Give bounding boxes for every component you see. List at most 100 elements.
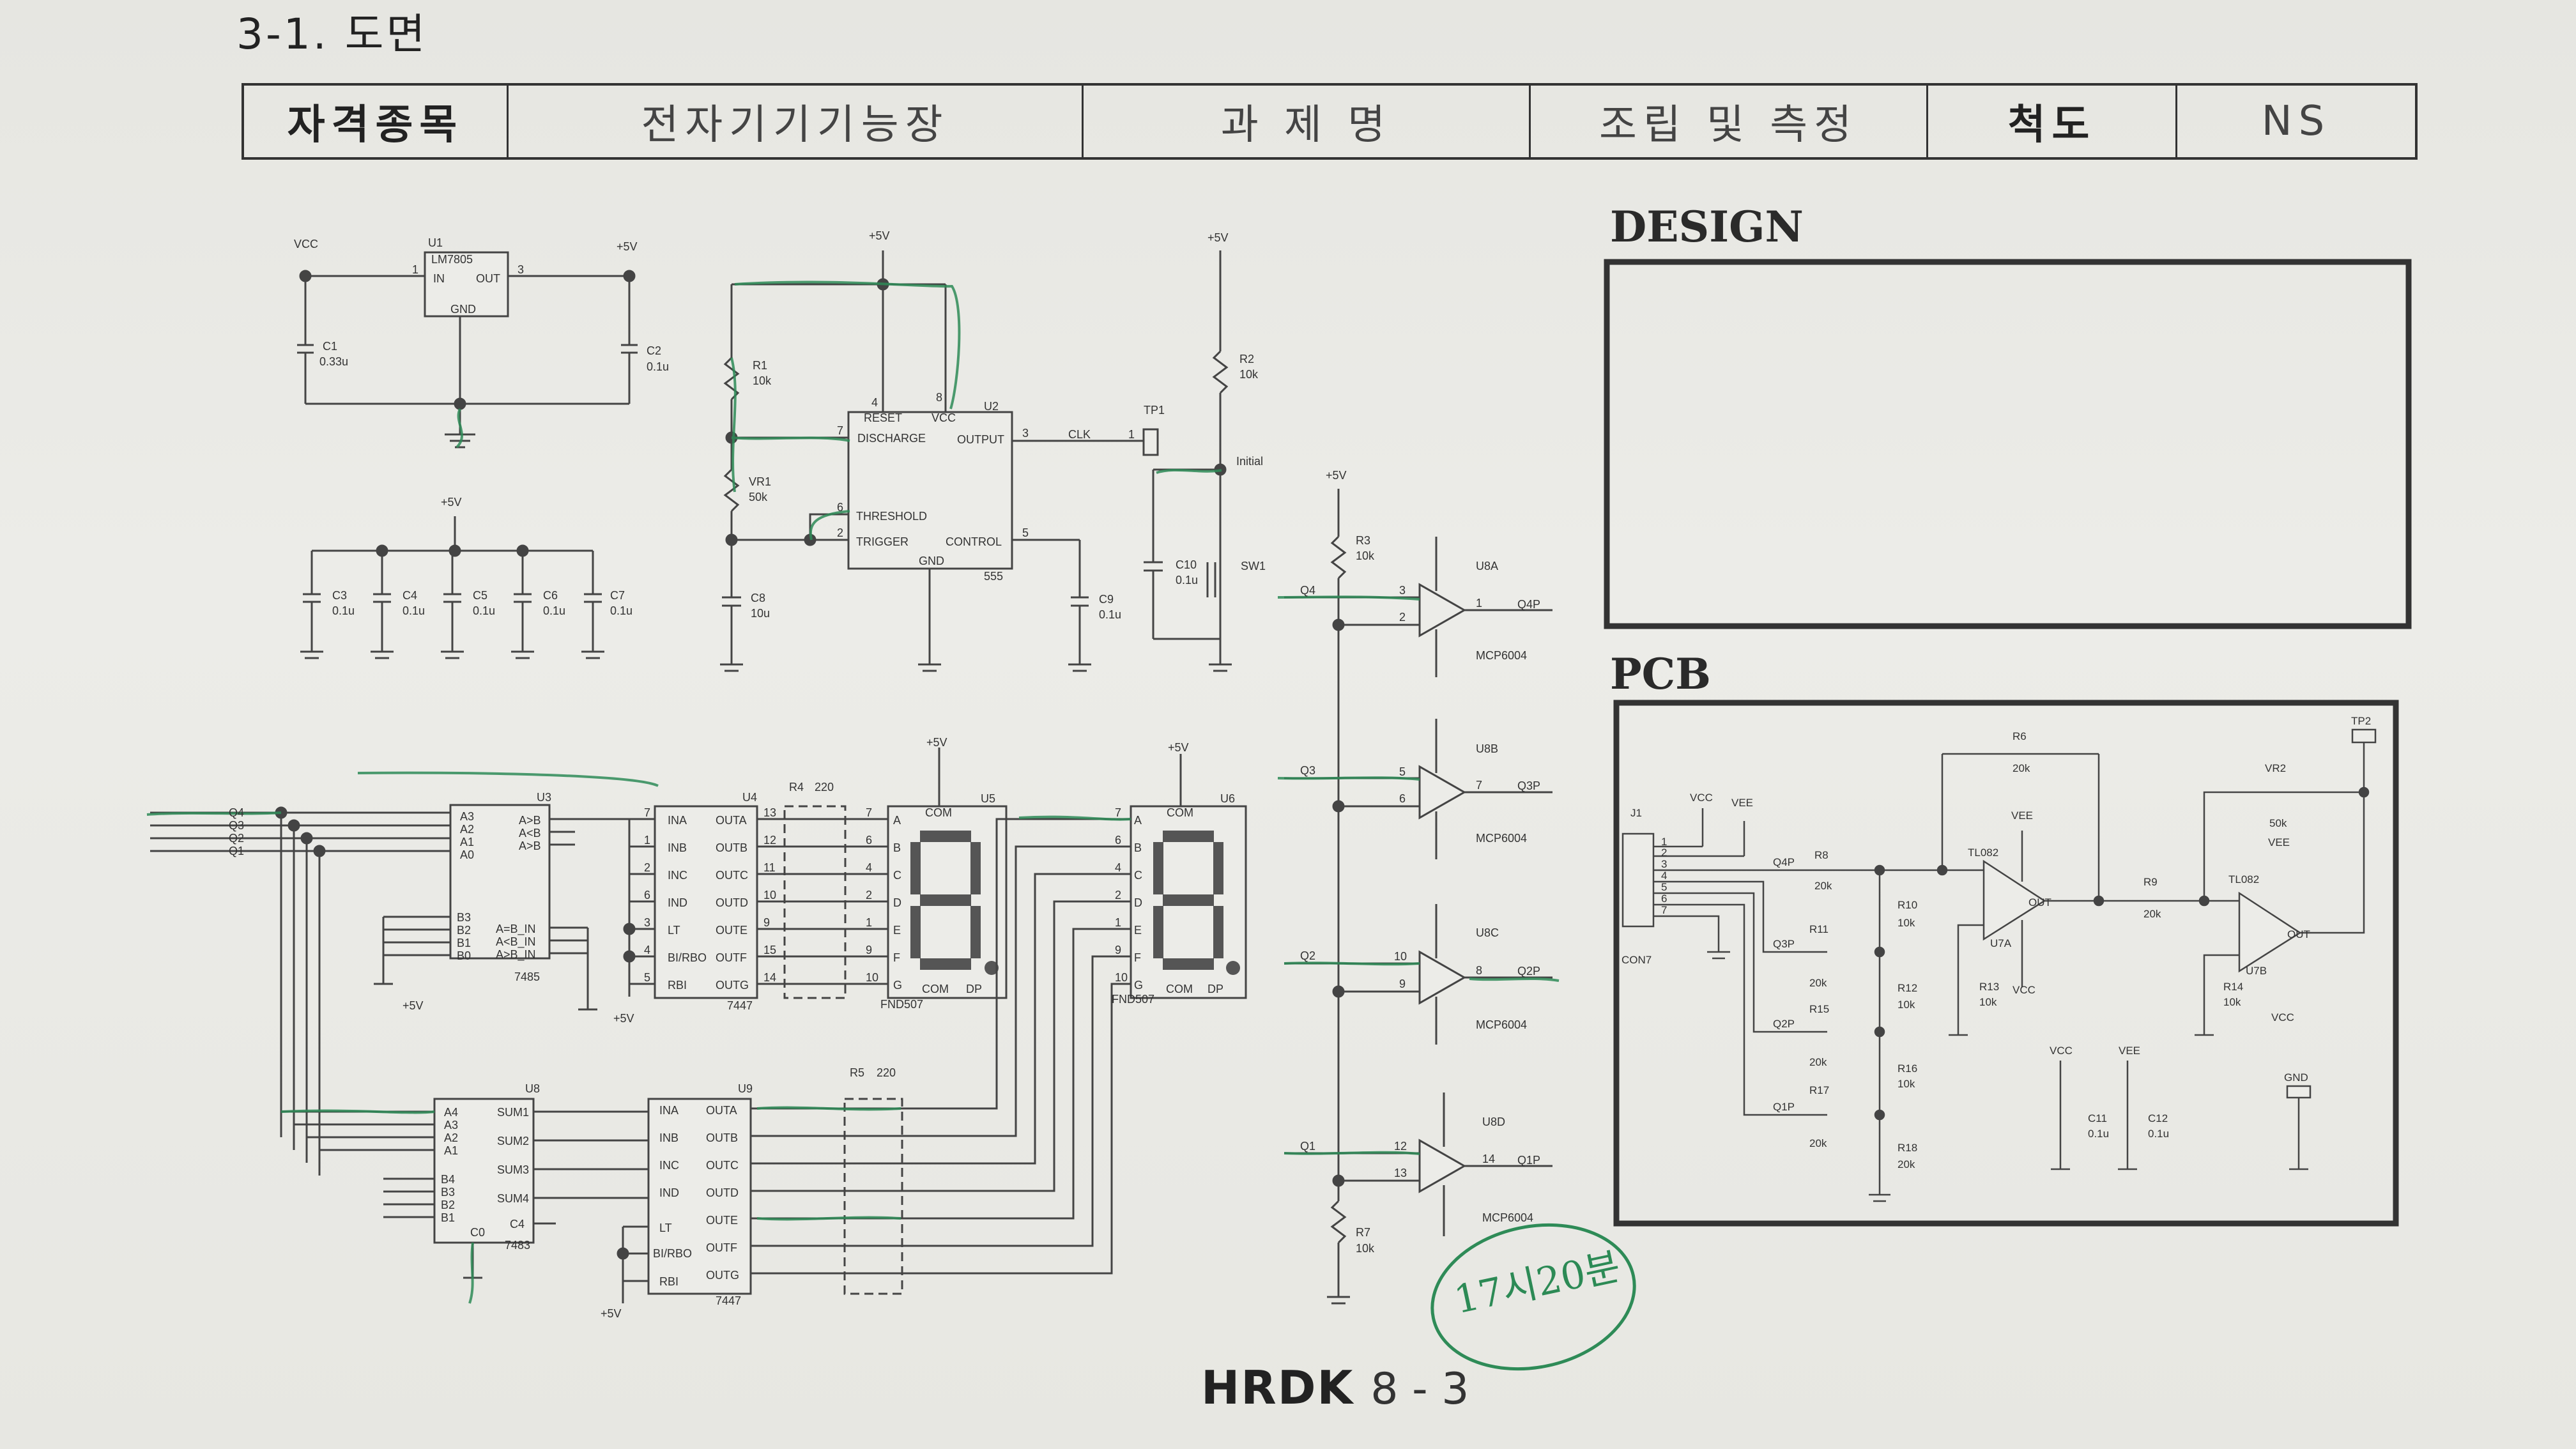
handwritten-trace-marks xyxy=(146,280,1560,1304)
label-u9-outa: OUTA xyxy=(706,1104,737,1117)
label-u9-ina: INA xyxy=(659,1104,678,1117)
label-j1-pin3: 3 xyxy=(1661,858,1667,870)
label-u8-b4: B4 xyxy=(441,1173,455,1186)
label-u6-pin-b: 6 xyxy=(1115,834,1121,847)
label-u6-pin-e: 1 xyxy=(1115,916,1121,929)
label-c12: C12 xyxy=(2148,1112,2168,1124)
label-u8c-po: 8 xyxy=(1476,964,1482,977)
label-c1: C1 xyxy=(323,340,337,353)
label-discharge: DISCHARGE xyxy=(857,432,926,445)
label-r17-value: 20k xyxy=(1809,1137,1827,1149)
label-u8a-pa: 3 xyxy=(1399,584,1406,597)
label-c5: C5 xyxy=(473,589,487,602)
label-u9-outd: OUTD xyxy=(706,1186,739,1199)
label-u4-outpin-a: 13 xyxy=(763,806,776,819)
label-r6-value: 20k xyxy=(2012,762,2030,774)
label-u4-lt: LT xyxy=(668,924,680,937)
label-5v-comp: +5V xyxy=(1326,469,1347,482)
label-q3p-out: Q3P xyxy=(1517,779,1540,792)
label-bus-q2: Q2 xyxy=(229,832,244,845)
label-u9-bi: BI/RBO xyxy=(653,1247,692,1260)
label-c3-value: 0.1u xyxy=(332,604,355,617)
label-u8b-po: 7 xyxy=(1476,779,1482,792)
label-u8b-pa: 5 xyxy=(1399,765,1406,778)
label-u8-b1: B1 xyxy=(441,1211,455,1224)
label-tp2: TP2 xyxy=(2351,715,2371,727)
label-u6-pin-c: 4 xyxy=(1115,861,1121,874)
label-5v-timer: +5V xyxy=(869,229,890,242)
label-con7: CON7 xyxy=(1621,954,1652,966)
label-u5-seg-c: C xyxy=(893,869,901,882)
label-u8d-pa: 12 xyxy=(1394,1140,1407,1153)
label-r14-value: 10k xyxy=(2223,996,2241,1008)
label-u5-dp: DP xyxy=(966,983,982,995)
label-vr2-value: 50k xyxy=(2269,817,2287,829)
label-u6-seg-f: F xyxy=(1134,951,1141,964)
label-j1: J1 xyxy=(1630,807,1642,819)
label-u8a: U8A xyxy=(1476,560,1498,572)
label-7447-u9: 7447 xyxy=(716,1294,741,1307)
label-j1-pin2: 2 xyxy=(1661,847,1667,859)
label-u9-outg: OUTG xyxy=(706,1269,739,1282)
label-5v-u5: +5V xyxy=(926,736,947,749)
label-u8b-pb: 6 xyxy=(1399,792,1406,805)
label-c10: C10 xyxy=(1176,558,1197,571)
label-u6-com-top: COM xyxy=(1167,806,1193,819)
label-r15-value: 20k xyxy=(1809,1056,1827,1068)
label-control: CONTROL xyxy=(946,535,1002,548)
label-7483: 7483 xyxy=(505,1239,530,1252)
label-u8-adder: U8 xyxy=(525,1082,540,1095)
label-q2p-out: Q2P xyxy=(1517,965,1540,977)
label-vr2: VR2 xyxy=(2265,762,2286,774)
label-q4p-out: Q4P xyxy=(1517,598,1540,611)
label-u3-altb-in: A<B_IN xyxy=(496,935,536,949)
timer-block xyxy=(720,250,1159,672)
label-u4-pin-d: 6 xyxy=(644,889,650,901)
label-u4-outf: OUTF xyxy=(716,951,747,964)
label-u9-lt: LT xyxy=(659,1222,672,1234)
label-u4-outpin-g: 14 xyxy=(763,971,776,984)
label-u6-pin-d: 2 xyxy=(1115,889,1121,901)
label-u5-com-top: COM xyxy=(925,806,952,819)
label-pcb-vee-cap: VEE xyxy=(2119,1045,2140,1057)
label-pcb-q4p: Q4P xyxy=(1773,856,1795,868)
label-5v-u6: +5V xyxy=(1168,741,1189,754)
label-u9-oute: OUTE xyxy=(706,1214,738,1227)
label-pin3: 3 xyxy=(1022,427,1029,440)
label-pcb-q2p: Q2P xyxy=(1773,1018,1795,1030)
label-u7b-out: OUT xyxy=(2287,928,2310,940)
label-u6-seg-b: B xyxy=(1134,841,1142,854)
logic-block xyxy=(150,747,1247,1303)
title-cell-task-value: 조립 및 측정 xyxy=(1531,86,1928,157)
page-footer: HRDK 8 - 3 xyxy=(1201,1361,1469,1414)
label-u3-b1: B1 xyxy=(457,937,471,949)
label-5v-u9: +5V xyxy=(601,1307,622,1320)
label-tl082-a: TL082 xyxy=(1968,847,1998,859)
label-q4-in: Q4 xyxy=(1300,584,1315,597)
label-u5-pin-b: 6 xyxy=(866,834,872,847)
label-u8d-po: 14 xyxy=(1482,1153,1495,1165)
label-u3-a2: A2 xyxy=(460,823,474,836)
label-u8-b2: B2 xyxy=(441,1199,455,1211)
label-u5-pin-c: 4 xyxy=(866,861,872,874)
label-r18: R18 xyxy=(1897,1142,1917,1154)
label-u8-c0: C0 xyxy=(470,1226,485,1239)
label-u6-pin-g: 10 xyxy=(1115,971,1128,984)
label-5v-reg: +5V xyxy=(617,240,638,253)
label-u3-a1: A1 xyxy=(460,836,474,848)
label-c9: C9 xyxy=(1099,593,1114,606)
label-u4-inb: INB xyxy=(668,841,687,854)
label-u9-inb: INB xyxy=(659,1131,678,1144)
label-mcp6004-b: MCP6004 xyxy=(1476,832,1527,845)
label-u8-b3: B3 xyxy=(441,1186,455,1199)
label-bus-q3: Q3 xyxy=(229,819,244,832)
label-u4-outpin-f: 15 xyxy=(763,944,776,956)
label-u4-outc: OUTC xyxy=(716,869,748,882)
label-u4-pin-b: 1 xyxy=(644,834,650,847)
label-mcp6004-a: MCP6004 xyxy=(1476,649,1527,662)
label-u3-a0: A0 xyxy=(460,848,474,861)
label-vee-u7b: VEE xyxy=(2268,836,2290,848)
label-q2-in: Q2 xyxy=(1300,949,1315,962)
label-u5-seg-d: D xyxy=(893,896,901,909)
label-r7-value: 10k xyxy=(1356,1242,1375,1255)
